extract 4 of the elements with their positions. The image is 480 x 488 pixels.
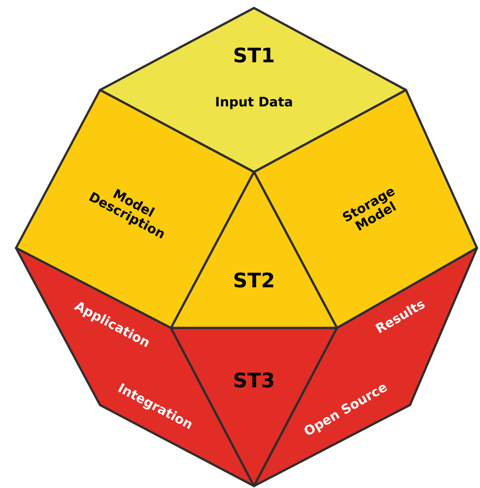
face-label: ST1 [234, 47, 274, 63]
face-label: Input Data [216, 96, 292, 110]
face-label: ST2 [234, 272, 274, 288]
face-label: ST3 [234, 372, 274, 388]
